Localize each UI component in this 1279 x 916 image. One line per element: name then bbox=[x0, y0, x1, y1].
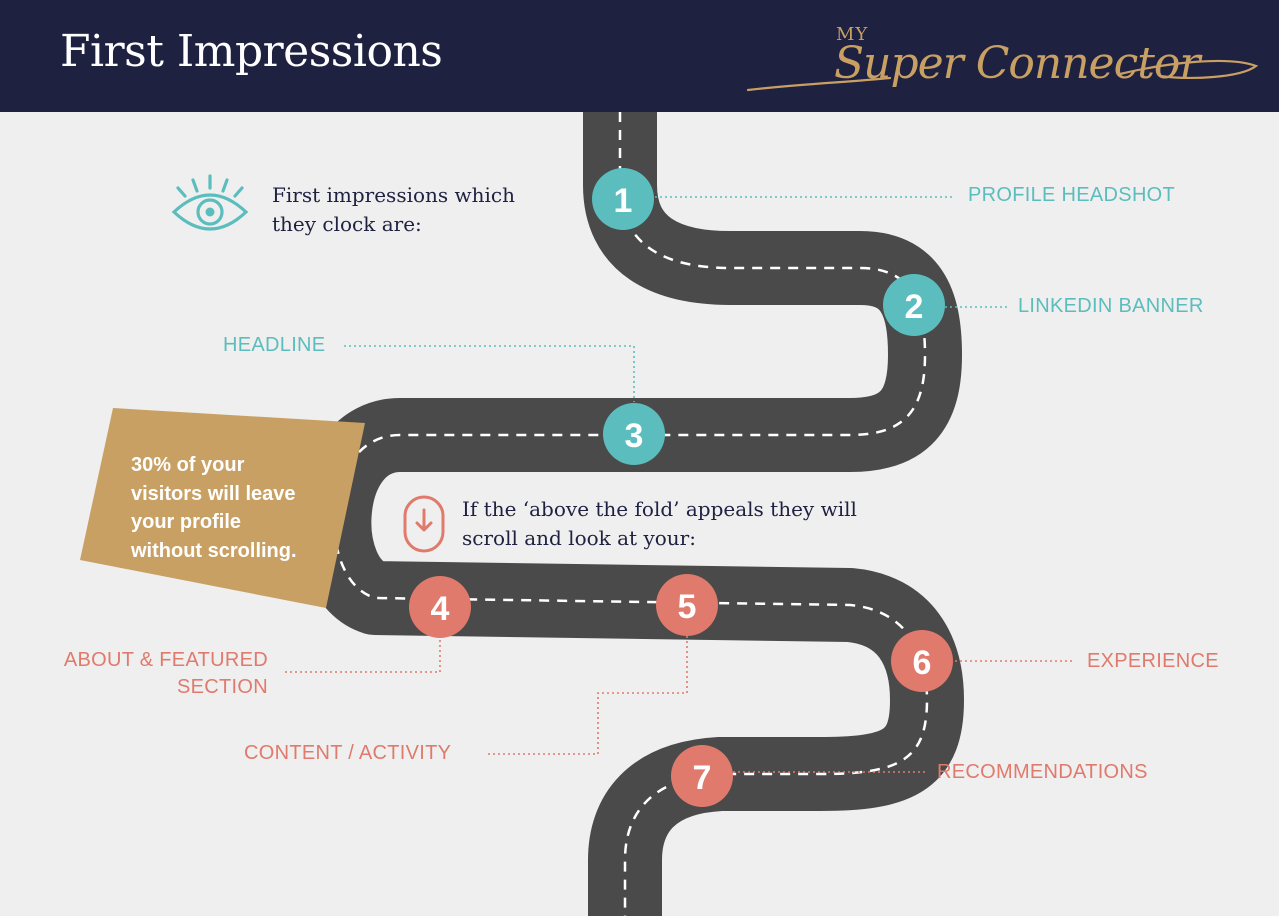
logo-flourish bbox=[746, 59, 1259, 92]
leader-line-3 bbox=[344, 345, 635, 402]
marker-3: 3 bbox=[603, 403, 665, 465]
step-2-label: LINKEDIN BANNER bbox=[1018, 295, 1204, 317]
intro-mid-line1: If the ‘above the fold’ appeals they wil… bbox=[462, 497, 857, 521]
step-7-label: RECOMMENDATIONS bbox=[937, 761, 1148, 783]
intro-mid: If the ‘above the fold’ appeals they wil… bbox=[462, 495, 857, 553]
leader-line-5 bbox=[486, 636, 688, 755]
marker-6-number: 6 bbox=[913, 644, 932, 682]
page-title: First Impressions bbox=[60, 26, 443, 77]
step-6-label: EXPERIENCE bbox=[1087, 650, 1219, 672]
marker-2-number: 2 bbox=[905, 288, 924, 326]
intro-top-line1: First impressions which bbox=[272, 183, 515, 207]
note-line2: visitors will leave bbox=[131, 482, 296, 505]
note-line1: 30% of your bbox=[131, 454, 245, 476]
step-5-label: CONTENT / ACTIVITY bbox=[244, 742, 452, 764]
brand-logo: MY Super Connector bbox=[740, 14, 1260, 104]
note-line4: without scrolling. bbox=[131, 539, 297, 562]
marker-1: 1 bbox=[592, 168, 654, 230]
step-4-label: ABOUT & FEATURED SECTION bbox=[58, 647, 268, 701]
logo-name: Super Connector bbox=[834, 38, 1200, 89]
intro-top-line2: they clock are: bbox=[272, 212, 422, 236]
intro-top: First impressions which they clock are: bbox=[272, 181, 515, 239]
marker-7: 7 bbox=[671, 745, 733, 807]
intro-mid-line2: scroll and look at your: bbox=[462, 526, 696, 550]
marker-7-number: 7 bbox=[693, 759, 712, 797]
logo-my: MY bbox=[836, 24, 869, 45]
marker-5: 5 bbox=[656, 574, 718, 636]
step-4-label-line1: ABOUT & FEATURED bbox=[63, 649, 268, 671]
marker-5-number: 5 bbox=[678, 588, 697, 626]
leader-line-4 bbox=[282, 640, 441, 673]
callout-note-text: 30% of your visitors will leave your pro… bbox=[131, 451, 361, 565]
marker-3-number: 3 bbox=[625, 417, 644, 455]
scroll-down-icon bbox=[403, 495, 445, 553]
marker-2: 2 bbox=[883, 274, 945, 336]
step-4-label-line2: SECTION bbox=[177, 676, 268, 698]
marker-4: 4 bbox=[409, 576, 471, 638]
marker-4-number: 4 bbox=[431, 590, 450, 628]
step-1-label: PROFILE HEADSHOT bbox=[968, 184, 1176, 206]
road-center-dash bbox=[333, 112, 929, 916]
eye-icon bbox=[171, 174, 249, 231]
callout-note bbox=[80, 408, 365, 608]
marker-6: 6 bbox=[891, 630, 953, 692]
note-line3: your profile bbox=[131, 511, 242, 533]
header-bar: First Impressions MY Super Connector bbox=[0, 0, 1279, 112]
step-3-label: HEADLINE bbox=[223, 334, 326, 356]
marker-1-number: 1 bbox=[614, 182, 633, 220]
